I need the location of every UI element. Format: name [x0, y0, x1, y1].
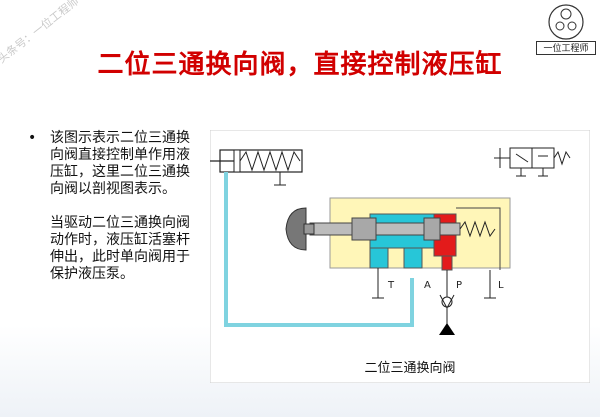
paragraph-2: 当驱动二位三通换向阀动作时，液压缸活塞杆伸出，此时单向阀用于保护液压泵。 — [50, 215, 190, 282]
page-title: 二位三通换向阀，直接控制液压缸 — [97, 50, 503, 80]
pipe-cylinder-to-a — [224, 172, 414, 327]
check-valve — [439, 294, 455, 310]
iso-valve-symbol — [494, 147, 571, 177]
paragraph-1: 该图示表示二位三通换向阀直接控制单作用液压缸，这里二位三通换向阀以剖视图表示。 — [50, 130, 190, 197]
valve-diagram: T A P L — [210, 130, 590, 383]
port-label-l: L — [498, 280, 504, 291]
logo-text: 一位工程师 — [536, 41, 596, 55]
push-button — [285, 207, 315, 251]
pressure-source-icon — [439, 323, 455, 335]
logo-icon — [548, 4, 584, 40]
valve-body — [309, 197, 511, 271]
port-label-t: T — [387, 280, 395, 291]
cylinder — [210, 149, 303, 186]
port-label-p: P — [456, 280, 462, 291]
port-label-a: A — [424, 280, 431, 291]
bullet-text: • 该图示表示二位三通换向阀直接控制单作用液压缸，这里二位三通换向阀以剖视图表示… — [28, 130, 190, 283]
diagram-caption: 二位三通换向阀 — [364, 361, 456, 376]
bullet-marker: • — [28, 130, 37, 146]
